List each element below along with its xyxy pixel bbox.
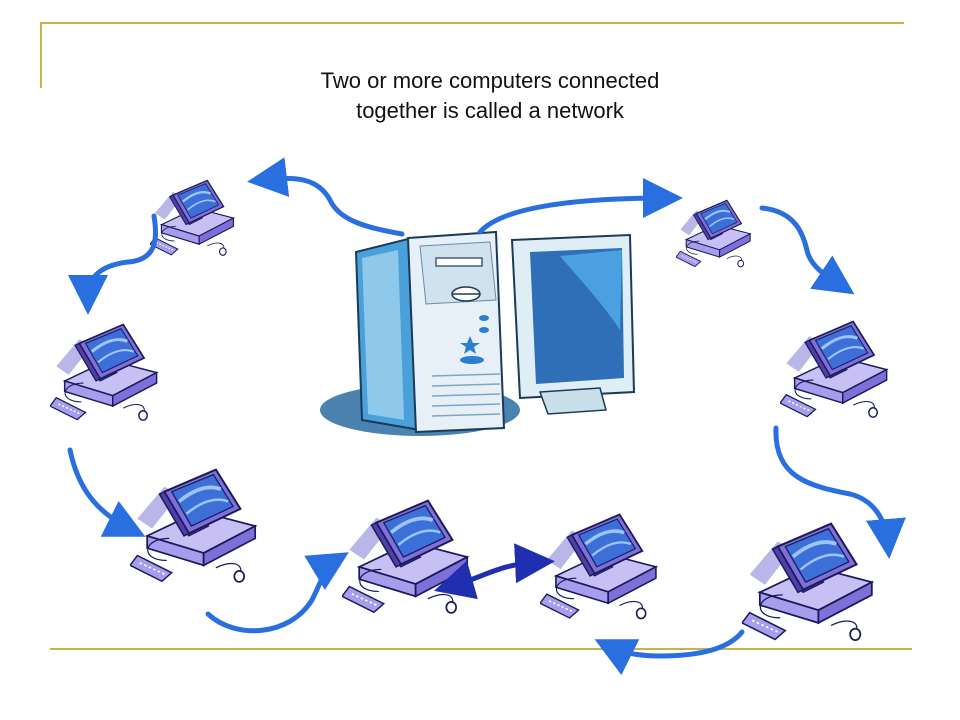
frame-bottom-line bbox=[50, 648, 912, 650]
frame-top-line bbox=[40, 22, 904, 24]
desktop-computer-icon bbox=[50, 325, 157, 421]
network-arrow-icon bbox=[247, 157, 405, 237]
desktop-computer-icon bbox=[780, 322, 887, 418]
desktop-computer-icon bbox=[540, 515, 656, 619]
desktop-computer-icon bbox=[742, 524, 872, 640]
desktop-computer-icon bbox=[676, 198, 752, 269]
server-tower-icon bbox=[320, 230, 636, 436]
desktop-computer-icon bbox=[130, 470, 255, 582]
network-arrow-icon bbox=[773, 425, 906, 559]
network-arrow-icon bbox=[477, 178, 683, 235]
network-arrow-icon bbox=[205, 552, 349, 634]
desktop-computer-icon bbox=[150, 178, 235, 257]
network-arrow-icon bbox=[594, 629, 745, 676]
network-arrow-icon bbox=[68, 213, 159, 315]
slide-title: Two or more computers connected together… bbox=[230, 66, 750, 126]
network-arrow-icon bbox=[67, 447, 146, 537]
network-arrow-icon bbox=[433, 543, 555, 600]
network-arrow-icon bbox=[759, 205, 855, 295]
frame-left-line bbox=[40, 22, 42, 88]
desktop-computer-icon bbox=[342, 501, 467, 613]
title-line-1: Two or more computers connected bbox=[320, 68, 660, 93]
title-line-2: together is called a network bbox=[356, 98, 624, 123]
